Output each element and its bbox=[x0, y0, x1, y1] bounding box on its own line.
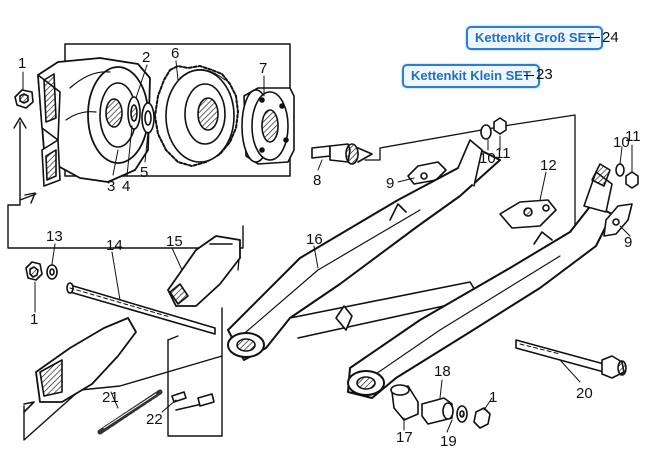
callout-1-left: 1 bbox=[30, 311, 38, 328]
chain-links-part-22 bbox=[171, 391, 215, 411]
chain-kit-small-button[interactable]: Kettenkit Klein SET bbox=[402, 64, 540, 88]
callout-17: 17 bbox=[396, 429, 413, 446]
sprocket-part-6 bbox=[154, 65, 239, 167]
nut-part-1-bottom bbox=[473, 407, 491, 429]
callout-9-left: 9 bbox=[386, 175, 394, 192]
callout-16: 16 bbox=[306, 231, 323, 248]
kit-small-number: 23 bbox=[536, 66, 553, 83]
callout-9-right: 9 bbox=[624, 234, 632, 251]
kit-large-number: 24 bbox=[602, 29, 619, 46]
washer-part-10-right bbox=[615, 163, 625, 177]
callout-7: 7 bbox=[259, 60, 267, 77]
callout-numbers: 1 2 6 7 3 4 5 8 9 10 11 12 11 10 9 13 14… bbox=[18, 45, 641, 450]
arrow-up-left bbox=[13, 117, 27, 129]
swingarm-part-16 bbox=[227, 139, 613, 399]
sleeve-part-18 bbox=[421, 397, 454, 425]
nut-part-1-top bbox=[14, 89, 34, 109]
callout-5: 5 bbox=[140, 164, 148, 181]
chain-part-21 bbox=[97, 389, 163, 435]
washer-part-19 bbox=[456, 405, 468, 423]
kit-large-leader bbox=[588, 37, 600, 38]
callout-11-left: 11 bbox=[495, 145, 511, 162]
callout-20: 20 bbox=[576, 385, 593, 402]
callout-11-right: 11 bbox=[625, 128, 641, 145]
callout-22: 22 bbox=[146, 411, 163, 428]
callout-2: 2 bbox=[142, 49, 150, 66]
callout-15: 15 bbox=[166, 233, 183, 250]
damper-part-7 bbox=[241, 87, 295, 165]
chain-slider-part bbox=[23, 317, 137, 413]
callout-19: 19 bbox=[440, 433, 457, 450]
callout-18: 18 bbox=[434, 363, 451, 380]
long-bolt-part-20 bbox=[515, 339, 627, 379]
callout-3: 3 bbox=[107, 178, 115, 195]
lower-detail-frame bbox=[23, 307, 223, 441]
callout-10-right: 10 bbox=[613, 134, 630, 151]
nut-part-13 bbox=[25, 261, 43, 281]
leader-lines bbox=[22, 60, 633, 433]
callout-6: 6 bbox=[171, 45, 179, 62]
washer-part-13 bbox=[46, 264, 58, 280]
chain-adjuster-part-9-right bbox=[603, 203, 633, 237]
callout-21: 21 bbox=[102, 389, 119, 406]
bushing-part-17 bbox=[390, 384, 419, 421]
nut-part-11-right bbox=[625, 171, 639, 189]
callout-13: 13 bbox=[46, 228, 63, 245]
axle-bolt-part-8 bbox=[311, 143, 373, 165]
callout-1-top: 1 bbox=[18, 55, 26, 72]
swingarm-axle-part-14 bbox=[66, 282, 216, 335]
flow-arrow-left bbox=[7, 121, 244, 249]
hub-housing-part-3 bbox=[37, 57, 151, 187]
bearing-part-5 bbox=[141, 102, 155, 134]
callout-1-bottom: 1 bbox=[489, 389, 497, 406]
bracket-part-12 bbox=[499, 199, 557, 229]
spacer-part-4 bbox=[127, 96, 141, 130]
callout-8: 8 bbox=[313, 172, 321, 189]
chain-kit-large-button[interactable]: Kettenkit Groß SET bbox=[466, 26, 604, 50]
callout-4: 4 bbox=[122, 178, 130, 195]
washer-part-10-left bbox=[480, 124, 492, 140]
kit-small-leader bbox=[524, 75, 534, 76]
chain-guide-part-15 bbox=[167, 235, 241, 307]
callout-10-left: 10 bbox=[479, 150, 496, 167]
callout-14: 14 bbox=[106, 237, 123, 254]
nut-part-11-left bbox=[493, 117, 507, 135]
callout-12: 12 bbox=[540, 157, 557, 174]
